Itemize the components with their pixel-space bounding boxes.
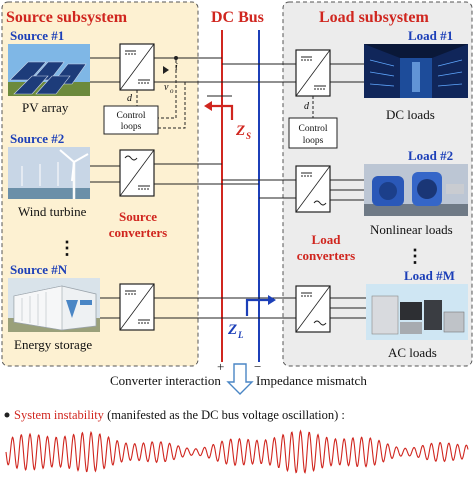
source-feedback-lines	[136, 60, 186, 129]
zl-label: Z	[227, 322, 237, 338]
dc-loads-image	[364, 44, 468, 98]
zl-label-subscript: L	[237, 330, 244, 340]
source-control-loops-box	[103, 105, 159, 135]
source-converter-2	[90, 149, 259, 197]
energy-storage-image	[8, 278, 100, 332]
instability-rest: (manifested as the DC bus voltage oscill…	[107, 408, 345, 422]
down-arrow	[226, 363, 254, 395]
converter-interaction-label: Converter interaction	[110, 373, 221, 388]
source-1-badge: Source #1	[10, 28, 64, 43]
instability-statement: System instability (manifested as the DC…	[14, 408, 345, 422]
signal-d-load: d	[304, 101, 310, 112]
bus-plus-sign: +	[217, 359, 224, 374]
load-converter-m	[222, 285, 366, 333]
load-2-badge: Load #2	[408, 148, 453, 163]
pv-array-label: PV array	[22, 100, 69, 115]
load-m-badge: Load #M	[404, 268, 455, 283]
zs-label: Z	[235, 123, 245, 139]
load-converters-label-line2: converters	[297, 248, 355, 263]
dc-bus-title: DC Bus	[211, 9, 264, 26]
nonlinear-loads-label: Nonlinear loads	[370, 222, 453, 237]
load-ellipsis: ⋮	[406, 246, 424, 266]
source-subsystem-title: Source subsystem	[6, 9, 128, 26]
zl-arrow	[245, 295, 276, 316]
signal-v: v	[164, 82, 169, 93]
wind-turbine-label: Wind turbine	[18, 204, 87, 219]
load-control-loops-box	[288, 117, 338, 149]
source-control-loops-line1: Control	[116, 111, 145, 121]
load-control-loops-line2: loops	[303, 136, 324, 146]
energy-storage-label: Energy storage	[14, 337, 92, 352]
source-control-loops-line2: loops	[121, 122, 142, 132]
signal-d-source: d	[127, 93, 133, 104]
dc-loads-label: DC loads	[386, 107, 435, 122]
load-converter-2	[222, 165, 364, 213]
source-2-badge: Source #2	[10, 131, 64, 146]
oscillation-waveform	[5, 429, 469, 474]
ac-loads-label: AC loads	[388, 345, 437, 360]
load-subsystem-title: Load subsystem	[319, 9, 429, 26]
source-converter-1	[90, 43, 259, 91]
load-converters-label-line1: Load	[312, 232, 342, 247]
load-control-loops-line1: Control	[298, 124, 327, 134]
signal-v-subscript: o	[170, 87, 174, 95]
zs-arrow	[204, 95, 234, 120]
source-converters-label-line2: converters	[109, 225, 167, 240]
source-converters-label-line1: Source	[119, 209, 157, 224]
wind-turbine-image	[8, 147, 90, 199]
bullet-dot	[4, 412, 10, 418]
pv-array-image	[8, 44, 90, 96]
source-converter-n	[100, 283, 259, 331]
instability-highlight: System instability	[14, 408, 105, 422]
source-n-badge: Source #N	[10, 262, 68, 277]
nonlinear-loads-image	[364, 164, 468, 216]
zs-label-subscript: S	[246, 131, 251, 141]
bus-minus-sign: −	[254, 359, 261, 374]
ac-loads-image	[366, 284, 468, 340]
source-ellipsis: ⋮	[58, 238, 76, 258]
load-converter-1	[222, 49, 364, 118]
impedance-mismatch-label: Impedance mismatch	[256, 373, 367, 388]
load-1-badge: Load #1	[408, 28, 453, 43]
